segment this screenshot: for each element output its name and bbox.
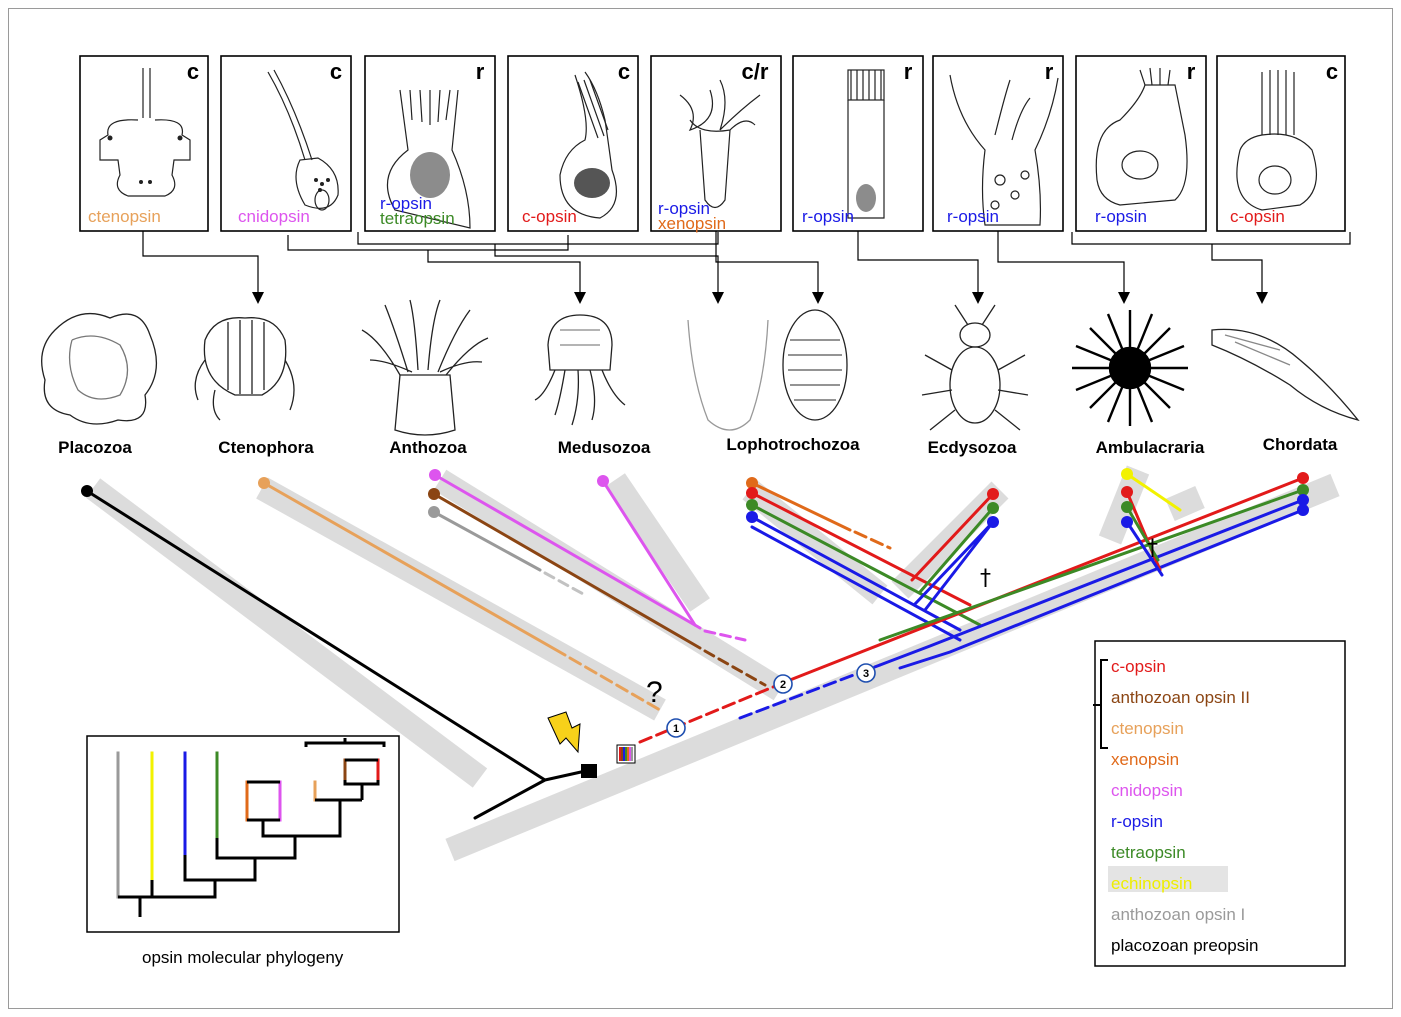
panel-ambulacraria-right: r r-opsin bbox=[1076, 56, 1206, 231]
node-2-label: 2 bbox=[780, 679, 786, 691]
inset-caption: opsin molecular phylogeny bbox=[142, 948, 344, 967]
opsin-label-xenopsin: xenopsin bbox=[658, 214, 726, 233]
taxon-lophotrochozoa: Lophotrochozoa bbox=[726, 435, 860, 454]
legend: c-opsin anthozoan opsin II ctenopsin xenops… bbox=[1093, 641, 1345, 966]
dagger-ecdysozoa: † bbox=[980, 566, 991, 591]
cell-type-label: r bbox=[904, 59, 913, 84]
ancestral-opsin-node bbox=[581, 764, 597, 778]
placozoa-illustration bbox=[42, 314, 157, 424]
opsin-label-r-opsin: r-opsin bbox=[947, 207, 999, 226]
panel-cnidaria-c-type: c c-opsin bbox=[508, 56, 638, 231]
taxon-placozoa: Placozoa bbox=[58, 438, 132, 457]
ecdysozoa-illustration bbox=[922, 305, 1028, 430]
taxon-anthozoa: Anthozoa bbox=[389, 438, 467, 457]
opsin-label-r-opsin: r-opsin bbox=[802, 207, 854, 226]
photoreceptor-panels: c ctenopsin c cnidopsin r r-opsin tetrao… bbox=[80, 56, 1345, 233]
panel-to-taxon-arrows bbox=[143, 231, 1350, 304]
panel-cnidaria-r-type: r r-opsin tetraopsin bbox=[365, 56, 495, 231]
legend-item-cnidopsin: cnidopsin bbox=[1111, 781, 1183, 800]
legend-item-placozoan-preopsin: placozoan preopsin bbox=[1111, 936, 1258, 955]
anthozoa-illustration bbox=[362, 300, 488, 435]
dagger-ambulacraria: † bbox=[1147, 536, 1158, 561]
ctenophora-illustration bbox=[195, 318, 294, 420]
taxon-ambulacraria: Ambulacraria bbox=[1096, 438, 1205, 457]
legend-item-ctenopsin: ctenopsin bbox=[1111, 719, 1184, 738]
panel-ambulacraria-left: r r-opsin bbox=[933, 56, 1063, 231]
inset-phylogeny: opsin molecular phylogeny bbox=[87, 736, 399, 967]
lightning-bolt-icon bbox=[548, 712, 580, 752]
panel-ctenophora: c ctenopsin bbox=[80, 56, 208, 231]
cell-type-label: c bbox=[187, 59, 199, 84]
panel-lophotrochozoa: c/r r-opsin xenopsin bbox=[651, 56, 781, 233]
legend-item-r-opsin: r-opsin bbox=[1111, 812, 1163, 831]
opsin-label-r-opsin: r-opsin bbox=[1095, 207, 1147, 226]
legend-item-anthozoan-opsin-II: anthozoan opsin II bbox=[1111, 688, 1250, 707]
cell-type-label: r bbox=[1045, 59, 1054, 84]
taxon-chordata: Chordata bbox=[1263, 435, 1338, 454]
panel-chordata: c c-opsin bbox=[1217, 56, 1345, 231]
cell-type-label: c/r bbox=[742, 59, 769, 84]
cell-type-label: c bbox=[330, 59, 342, 84]
taxon-ecdysozoa: Ecdysozoa bbox=[928, 438, 1017, 457]
medusozoa-illustration bbox=[535, 315, 625, 425]
cell-type-label: c bbox=[1326, 59, 1338, 84]
opsin-label-c-opsin: c-opsin bbox=[522, 207, 577, 226]
opsin-label-ctenopsin: ctenopsin bbox=[88, 207, 161, 226]
taxon-labels: Placozoa Ctenophora Anthozoa Medusozoa L… bbox=[58, 435, 1338, 457]
opsin-stack-icon bbox=[617, 745, 635, 763]
cell-type-label: r bbox=[476, 59, 485, 84]
legend-item-c-opsin: c-opsin bbox=[1111, 657, 1166, 676]
cell-type-label: r bbox=[1187, 59, 1196, 84]
ambulacraria-illustration bbox=[1072, 310, 1188, 426]
lophotrochozoa-illustration bbox=[688, 310, 847, 430]
legend-item-xenopsin: xenopsin bbox=[1111, 750, 1179, 769]
node-3-label: 3 bbox=[863, 668, 869, 680]
organism-illustrations bbox=[42, 300, 1358, 435]
opsin-label-cnidopsin: cnidopsin bbox=[238, 207, 310, 226]
panel-ecdysozoa: r r-opsin bbox=[793, 56, 923, 231]
taxon-medusozoa: Medusozoa bbox=[558, 438, 651, 457]
node-1-label: 1 bbox=[673, 723, 679, 735]
opsin-label-c-opsin: c-opsin bbox=[1230, 207, 1285, 226]
cell-type-label: c bbox=[618, 59, 630, 84]
legend-item-anthozoan-opsin-I: anthozoan opsin I bbox=[1111, 905, 1245, 924]
panel-cnidaria-cnidopsin: c cnidopsin bbox=[221, 56, 351, 231]
taxon-ctenophora: Ctenophora bbox=[218, 438, 314, 457]
legend-item-echinopsin: echinopsin bbox=[1111, 874, 1192, 893]
chordata-illustration bbox=[1212, 329, 1358, 420]
legend-item-tetraopsin: tetraopsin bbox=[1111, 843, 1186, 862]
question-mark: ? bbox=[646, 676, 663, 709]
opsin-label-tetraopsin: tetraopsin bbox=[380, 209, 455, 228]
